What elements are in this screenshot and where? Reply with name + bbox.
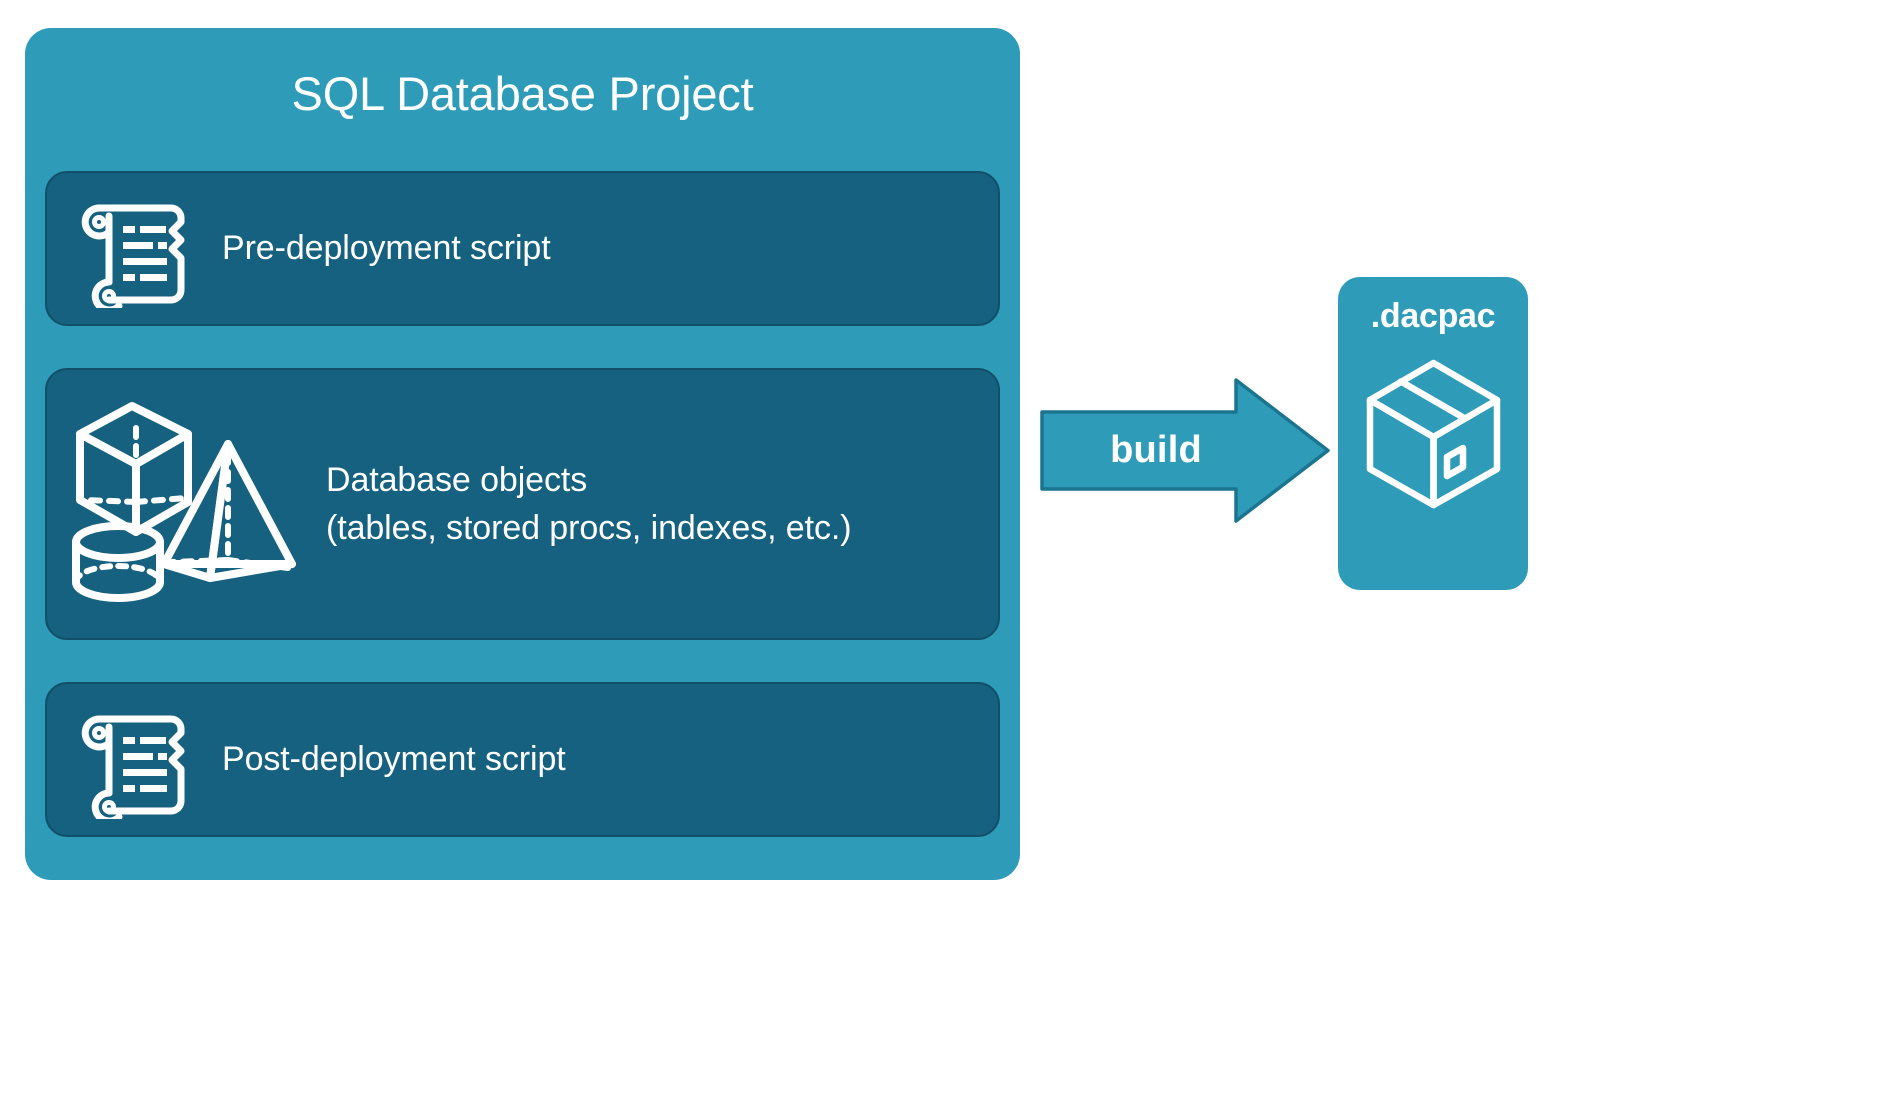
scroll-icon — [47, 189, 222, 309]
dacpac-output-card[interactable]: .dacpac — [1338, 277, 1528, 590]
dacpac-title: .dacpac — [1370, 297, 1496, 335]
page-title: SQL Database Project — [291, 67, 754, 120]
panel-pre-deployment-label: Pre-deployment script — [222, 229, 551, 268]
panel-pre-deployment[interactable]: Pre-deployment script — [45, 171, 1000, 326]
sql-database-project-card: SQL Database Project — [25, 28, 1020, 880]
shapes-icon — [47, 387, 322, 622]
scroll-icon — [47, 700, 222, 820]
build-arrow-icon — [1040, 378, 1330, 523]
panel-database-objects-label: Database objects (tables, stored procs, … — [326, 460, 852, 547]
panel-database-objects[interactable]: Database objects (tables, stored procs, … — [45, 368, 1000, 640]
panel-post-deployment-label: Post-deployment script — [222, 740, 566, 779]
panel-post-deployment[interactable]: Post-deployment script — [45, 682, 1000, 837]
package-box-icon — [1361, 353, 1506, 513]
